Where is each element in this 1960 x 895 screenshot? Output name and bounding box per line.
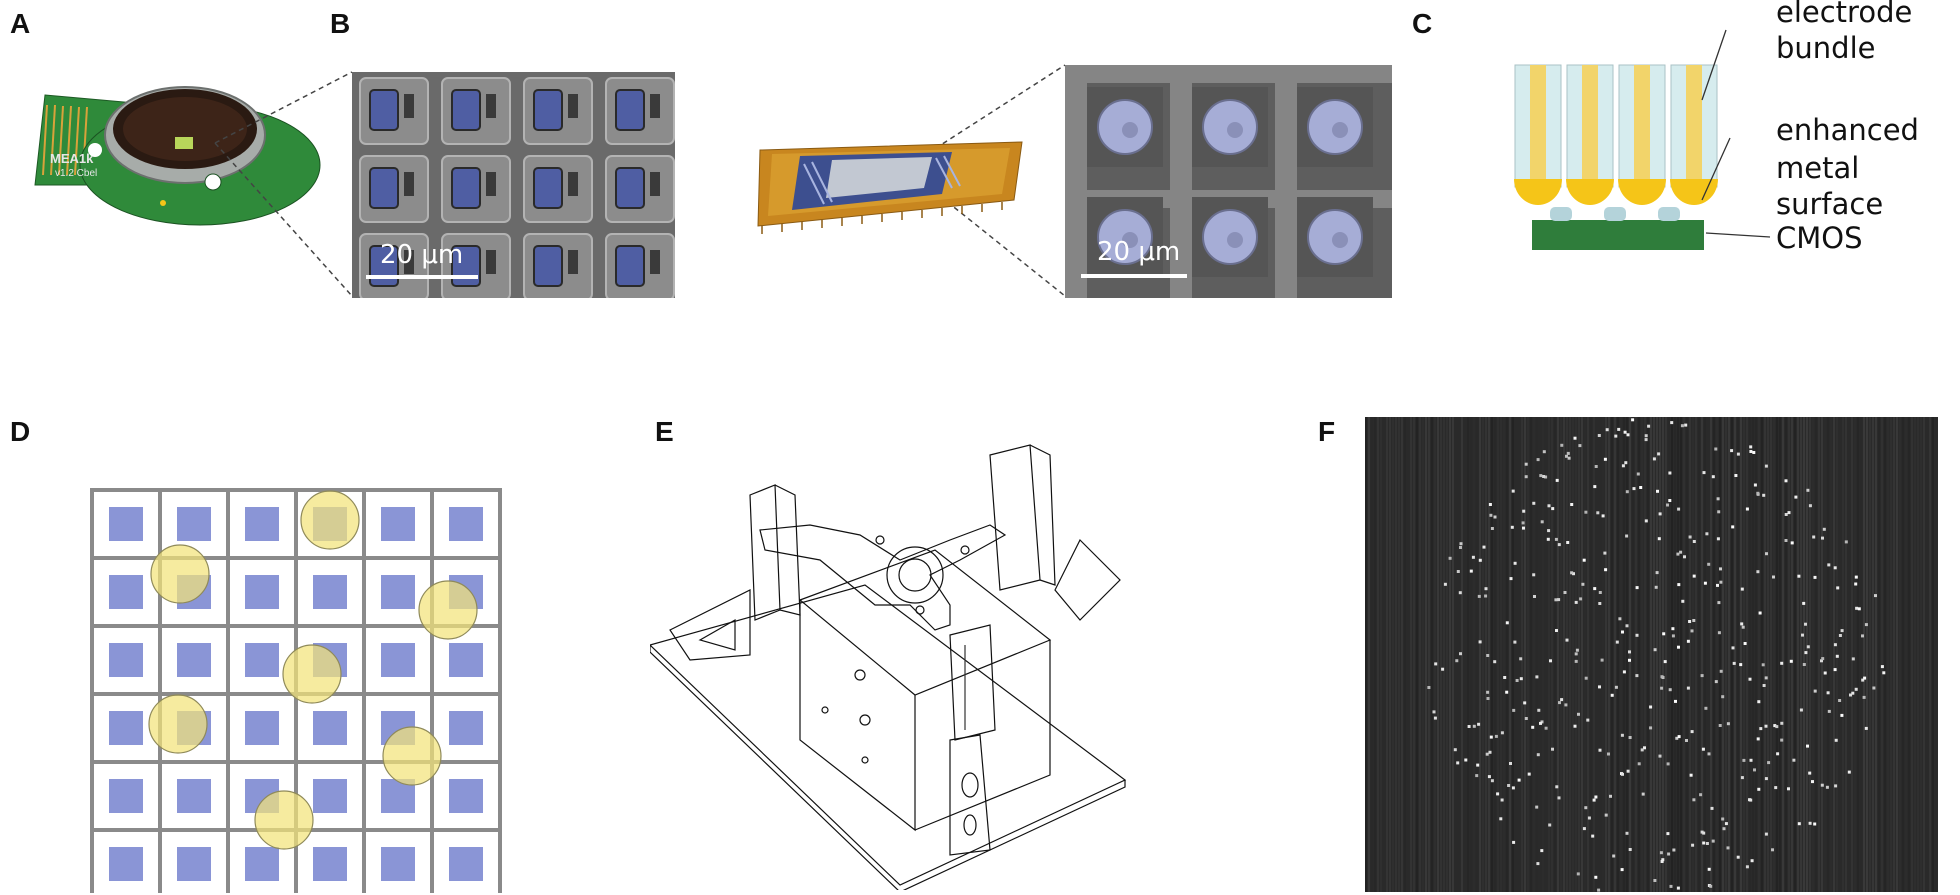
label-bundle: bundle (1776, 31, 1876, 65)
scalebar-label-left: 20 μm (380, 240, 464, 270)
sem-image-left: 20 μm (352, 72, 675, 298)
electrode-grid-diagram (90, 488, 515, 893)
bundle-contact-circle (418, 580, 478, 640)
board-label-1: MEA1k (50, 151, 94, 166)
bundle-contact-circle (282, 644, 342, 704)
panel-letter-c: C (1412, 8, 1433, 39)
board-label-2: v1.2 Cbel (55, 168, 97, 179)
panel-letter-e: E (655, 416, 674, 447)
label-electrode: electrode (1776, 0, 1913, 29)
label-metal-surface: metal surface (1776, 151, 1884, 221)
mea-board-photo: MEA1k v1.2 Cbel (25, 75, 355, 235)
panel-letter-a: A (10, 8, 31, 39)
label-enhanced: enhanced (1776, 113, 1919, 147)
bundle-contact-circle (148, 694, 208, 754)
cmos-layer (1532, 220, 1704, 250)
panel-letter-f: F (1318, 416, 1336, 447)
electrode-bundle-diagram (1510, 55, 1725, 255)
bundle-contact-circle (150, 544, 210, 604)
label-cmos: CMOS (1776, 221, 1863, 255)
scalebar-label-right: 20 μm (1097, 237, 1181, 267)
panel-letter-b: B (330, 8, 351, 39)
panel-letter-d: D (10, 416, 31, 447)
stage-line-drawing (650, 440, 1130, 890)
scalebar-right (1081, 274, 1187, 278)
bundle-contact-circle (254, 790, 314, 850)
scalebar-left (366, 275, 478, 279)
activity-map-image (1365, 417, 1938, 892)
bundle-contact-circle (382, 726, 442, 786)
chip-photo (752, 130, 1027, 235)
bundle-contact-circle (300, 490, 360, 550)
annotation-leaders (1701, 29, 1771, 238)
sem-image-right: 20 μm (1065, 65, 1392, 298)
